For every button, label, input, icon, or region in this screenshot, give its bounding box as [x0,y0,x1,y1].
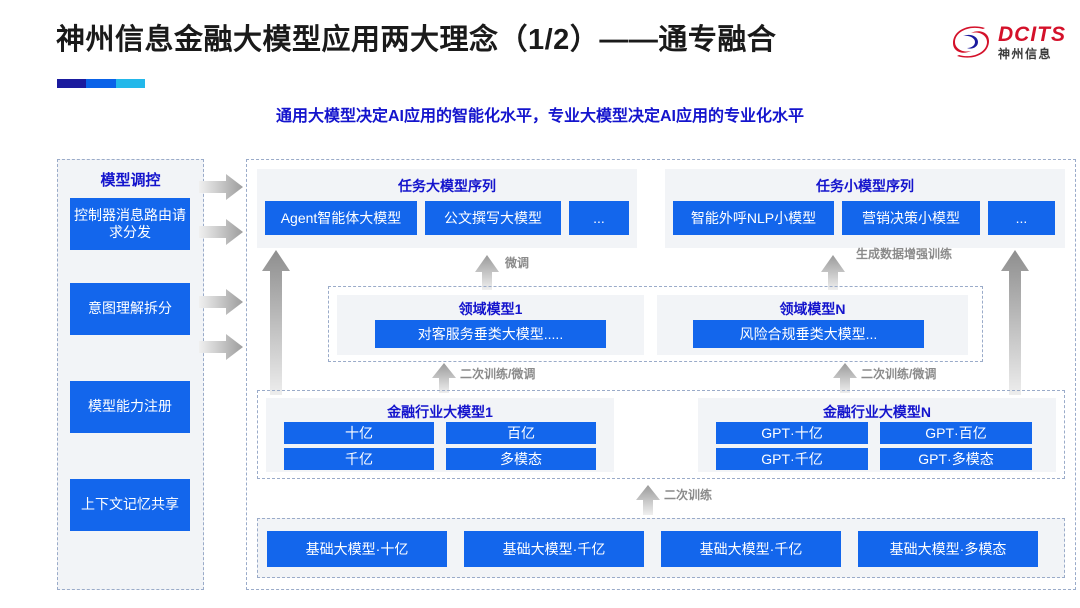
task-group-large-title: 任务大模型序列 [398,178,496,194]
logo-text-cn: 神州信息 [998,47,1053,61]
foundation-item-label: 基础大模型·千亿 [502,540,606,557]
industry-item-ten-billion[interactable]: 百亿 [446,422,596,444]
sidebar-title: 模型调控 [100,172,161,189]
sidebar-item-intent-understanding[interactable]: 意图理解拆分 [70,283,190,335]
flow-arrow-up-long-right-icon [1001,250,1029,400]
task-item-label: ... [593,209,605,226]
industry-group-n: 金融行业大模型N GPT·十亿 GPT·百亿 GPT·千亿 GPT·多模态 [698,398,1056,472]
domain-item-customer-service-model[interactable]: 对客服务垂类大模型..... [375,320,606,348]
task-item-outbound-nlp-model[interactable]: 智能外呼NLP小模型 [673,201,834,235]
domain-group-1: 领域模型1 对客服务垂类大模型..... [337,295,644,355]
task-item-doc-writing-model[interactable]: 公文撰写大模型 [425,201,561,235]
sidebar-item-context-memory-sharing[interactable]: 上下文记忆共享 [70,479,190,531]
task-item-label: 营销决策小模型 [862,209,960,226]
sidebar-item-label: 控制器消息路由请求分发 [74,206,186,241]
industry-group-1: 金融行业大模型1 十亿 百亿 千亿 多模态 [266,398,614,472]
domain-group-1-title: 领域模型1 [458,301,523,317]
industry-item-gpt-billion[interactable]: GPT·十亿 [716,422,868,444]
sidebar-item-label: 模型能力注册 [88,398,172,415]
task-item-label: 智能外呼NLP小模型 [690,209,817,226]
industry-item-hundred-billion[interactable]: 千亿 [284,448,434,470]
flow-arrow-right-4-icon [199,334,243,360]
foundation-item-hundred-billion-2[interactable]: 基础大模型·千亿 [661,531,841,567]
flow-label-retrain: 二次训练 [664,488,713,502]
flow-arrow-up-retrain-right-icon [833,363,857,398]
foundation-item-label: 基础大模型·多模态 [889,540,1007,557]
task-item-label: Agent智能体大模型 [280,209,402,226]
task-item-more[interactable]: ... [569,201,629,235]
accent-segment-2 [86,79,116,88]
flow-arrow-up-finetune-icon [475,255,499,295]
task-group-large: 任务大模型序列 Agent智能体大模型 公文撰写大模型 ... [257,169,637,248]
domain-group-n-title: 领域模型N [779,301,846,317]
foundation-item-label: 基础大模型·十亿 [305,540,409,557]
industry-item-multimodal[interactable]: 多模态 [446,448,596,470]
foundation-model-band: 基础大模型·十亿 基础大模型·千亿 基础大模型·千亿 基础大模型·多模态 [257,518,1065,578]
domain-item-label: 风险合规垂类大模型... [739,325,878,342]
flow-arrow-right-3-icon [199,289,243,315]
domain-model-band: 领域模型1 对客服务垂类大模型..... 领域模型N 风险合规垂类大模型... [328,286,983,362]
industry-model-band: 金融行业大模型1 十亿 百亿 千亿 多模态 金 [257,390,1065,479]
industry-item-label: 多模态 [500,450,542,467]
architecture-diagram: 任务大模型序列 Agent智能体大模型 公文撰写大模型 ... 任务小模型序列 … [246,159,1076,590]
domain-item-risk-compliance-model[interactable]: 风险合规垂类大模型... [693,320,924,348]
industry-group-n-title: 金融行业大模型N [822,404,932,420]
sidebar-item-capability-registry[interactable]: 模型能力注册 [70,381,190,433]
accent-segment-3 [115,79,145,88]
flow-arrow-right-2-icon [199,219,243,245]
flow-label-data-augmentation: 生成数据增强训练 [855,247,952,261]
industry-item-label: 百亿 [507,424,535,441]
flow-arrow-up-long-left-icon [262,250,290,400]
task-group-small-title: 任务小模型序列 [816,178,914,194]
industry-item-gpt-hundred-billion[interactable]: GPT·千亿 [716,448,868,470]
flow-arrow-right-1-icon [199,174,243,200]
task-item-marketing-decision-model[interactable]: 营销决策小模型 [842,201,980,235]
company-logo: DCITS 神州信息 [951,22,1066,62]
industry-item-label: GPT·百亿 [925,424,987,441]
industry-item-label: 十亿 [345,424,373,441]
industry-item-billion[interactable]: 十亿 [284,422,434,444]
task-item-more[interactable]: ... [988,201,1055,235]
industry-item-gpt-ten-billion[interactable]: GPT·百亿 [880,422,1032,444]
foundation-item-billion[interactable]: 基础大模型·十亿 [267,531,447,567]
industry-item-label: GPT·千亿 [761,450,823,467]
flow-arrow-up-retrain-icon [636,485,660,520]
flow-label-retrain-finetune-left: 二次训练/微调 [460,367,536,381]
task-item-agent-model[interactable]: Agent智能体大模型 [265,201,417,235]
flow-arrow-up-data-aug-icon [821,255,845,295]
page-subtitle: 通用大模型决定AI应用的智能化水平，专业大模型决定AI应用的专业化水平 [275,108,804,125]
task-group-small: 任务小模型序列 智能外呼NLP小模型 营销决策小模型 ... [665,169,1065,248]
title-accent-bar [57,79,145,88]
industry-item-label: 千亿 [345,450,373,467]
industry-item-gpt-multimodal[interactable]: GPT·多模态 [880,448,1032,470]
foundation-item-hundred-billion-1[interactable]: 基础大模型·千亿 [464,531,644,567]
dcits-swirl-icon [951,22,991,62]
flow-arrow-up-retrain-left-icon [432,363,456,398]
industry-item-label: GPT·十亿 [761,424,823,441]
industry-item-label: GPT·多模态 [918,450,994,467]
foundation-item-multimodal[interactable]: 基础大模型·多模态 [858,531,1038,567]
logo-text-en: DCITS [998,23,1066,46]
sidebar-item-label: 上下文记忆共享 [81,496,179,513]
sidebar-item-label: 意图理解拆分 [88,300,172,317]
domain-group-n: 领域模型N 风险合规垂类大模型... [657,295,968,355]
page-title: 神州信息金融大模型应用两大理念（1/2）——通专融合 [56,24,777,56]
sidebar-item-controller-routing[interactable]: 控制器消息路由请求分发 [70,198,190,250]
task-item-label: 公文撰写大模型 [444,209,542,226]
domain-item-label: 对客服务垂类大模型..... [417,325,564,342]
flow-label-retrain-finetune-right: 二次训练/微调 [861,367,937,381]
task-item-label: ... [1015,209,1028,226]
industry-group-1-title: 金融行业大模型1 [387,404,493,420]
flow-label-finetune: 微调 [505,256,530,270]
accent-segment-1 [57,79,87,88]
sidebar-model-control: 模型调控 控制器消息路由请求分发 意图理解拆分 模型能力注册 上下文记忆共享 [57,159,204,590]
foundation-item-label: 基础大模型·千亿 [699,540,803,557]
